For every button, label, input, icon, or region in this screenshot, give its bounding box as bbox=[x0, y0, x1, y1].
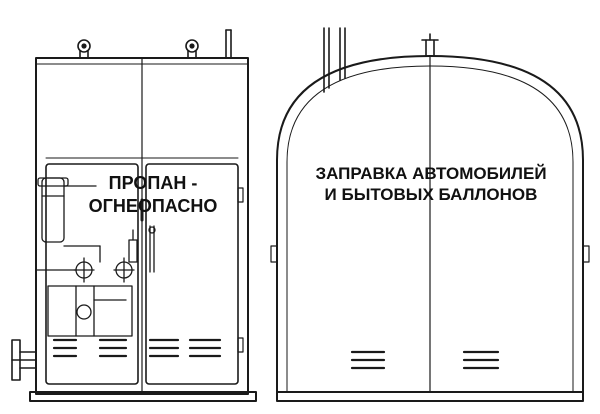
left-lifting-eye-2 bbox=[183, 39, 201, 59]
left-door-vents-2 bbox=[148, 338, 222, 358]
left-door-left bbox=[45, 163, 139, 385]
right-door-vents-2 bbox=[462, 350, 500, 370]
side-connection-pipe bbox=[11, 339, 37, 381]
right-cabinet-base bbox=[276, 391, 584, 402]
internal-equipment bbox=[35, 177, 156, 337]
left-door-right bbox=[145, 163, 239, 385]
right-label-line-1: ЗАПРАВКА АВТОМОБИЛЕЙ bbox=[315, 164, 547, 183]
left-lifting-eye-1 bbox=[75, 39, 93, 59]
right-vent-pipes bbox=[323, 27, 346, 93]
right-unit-sign-label: ЗАПРАВКА АВТОМОБИЛЕЙ И БЫТОВЫХ БАЛЛОНОВ bbox=[300, 163, 562, 206]
left-unit-warning-label: ПРОПАН - ОГНЕОПАСНО bbox=[70, 172, 236, 217]
left-vent-pipe bbox=[225, 29, 232, 59]
right-label-line-2: И БЫТОВЫХ БАЛЛОНОВ bbox=[324, 185, 538, 205]
right-door-vents-1 bbox=[350, 350, 386, 370]
left-label-line-1: ПРОПАН - bbox=[108, 173, 198, 193]
left-cabinet bbox=[11, 29, 257, 402]
left-label-line-2: ОГНЕОПАСНО bbox=[88, 195, 218, 216]
left-cabinet-base bbox=[29, 391, 257, 402]
left-door-vents-1 bbox=[52, 338, 128, 358]
right-cabinet bbox=[270, 27, 590, 402]
right-top-nozzle bbox=[421, 33, 439, 57]
